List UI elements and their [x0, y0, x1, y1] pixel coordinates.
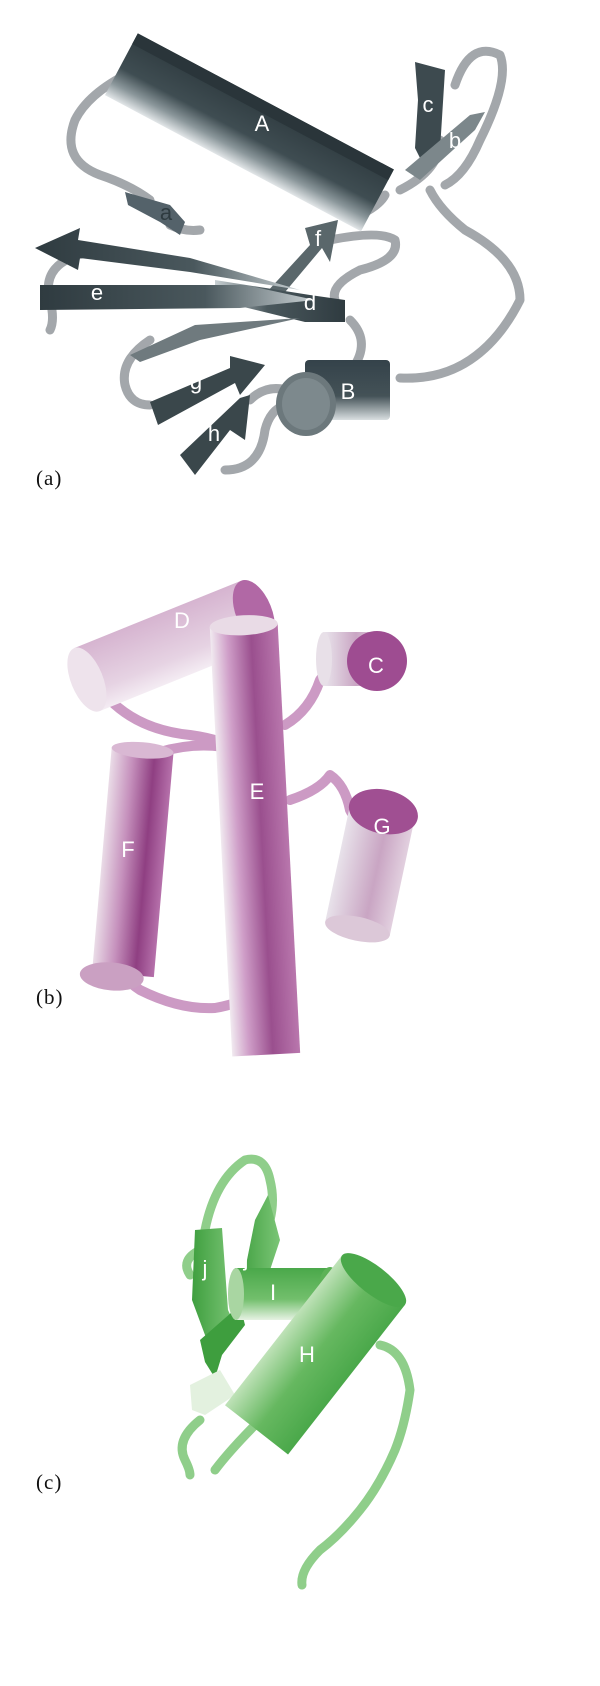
- helix-H: [224, 1253, 407, 1455]
- label-I: I: [270, 1280, 276, 1305]
- panel-a-structure: A B a c b f d e g h: [35, 33, 525, 475]
- strand-upper: [35, 228, 300, 290]
- label-j-left: j: [202, 1256, 208, 1281]
- strand-b: [405, 112, 485, 180]
- helix-G: [325, 788, 418, 943]
- panel-b-structure: D C E F G: [67, 579, 418, 1057]
- label-A: A: [255, 111, 270, 136]
- label-f: f: [315, 226, 322, 251]
- caption-c: (c): [36, 1470, 63, 1494]
- label-G: G: [373, 814, 390, 839]
- caption-a: (a): [36, 466, 63, 490]
- strand-lower: [130, 318, 300, 362]
- helix-F: [79, 741, 174, 991]
- label-b: b: [449, 128, 461, 153]
- strand-f: [255, 220, 338, 310]
- label-H: H: [299, 1342, 315, 1367]
- label-F: F: [121, 837, 134, 862]
- label-E: E: [250, 779, 265, 804]
- label-j-right: j: [243, 1246, 249, 1271]
- label-B: B: [341, 379, 356, 404]
- helix-C: [316, 631, 407, 691]
- helix-A: [104, 33, 394, 232]
- caption-b: (b): [36, 985, 64, 1009]
- helix-B: [276, 360, 390, 436]
- panel-a: A B a c b f d e g h (a): [0, 0, 600, 520]
- label-e: e: [91, 280, 103, 305]
- panel-c-structure: j j I H: [177, 1154, 415, 1590]
- label-D: D: [174, 608, 190, 633]
- strand-c: [415, 62, 445, 168]
- label-C: C: [368, 653, 384, 678]
- strand-g: [150, 356, 265, 425]
- label-h: h: [208, 421, 220, 446]
- strand-h: [180, 395, 250, 475]
- strand-lower: [190, 1370, 235, 1415]
- panel-c: j j I H (c): [0, 1140, 600, 1686]
- strand-a: [125, 192, 185, 235]
- helix-E: [209, 615, 301, 1057]
- strand-cross: [200, 1305, 245, 1378]
- label-g: g: [190, 369, 202, 394]
- panel-b: D C E F G (b): [0, 540, 600, 1110]
- strand-e: [40, 285, 315, 310]
- label-a: a: [160, 200, 173, 225]
- label-c: c: [423, 92, 434, 117]
- label-d: d: [304, 290, 316, 315]
